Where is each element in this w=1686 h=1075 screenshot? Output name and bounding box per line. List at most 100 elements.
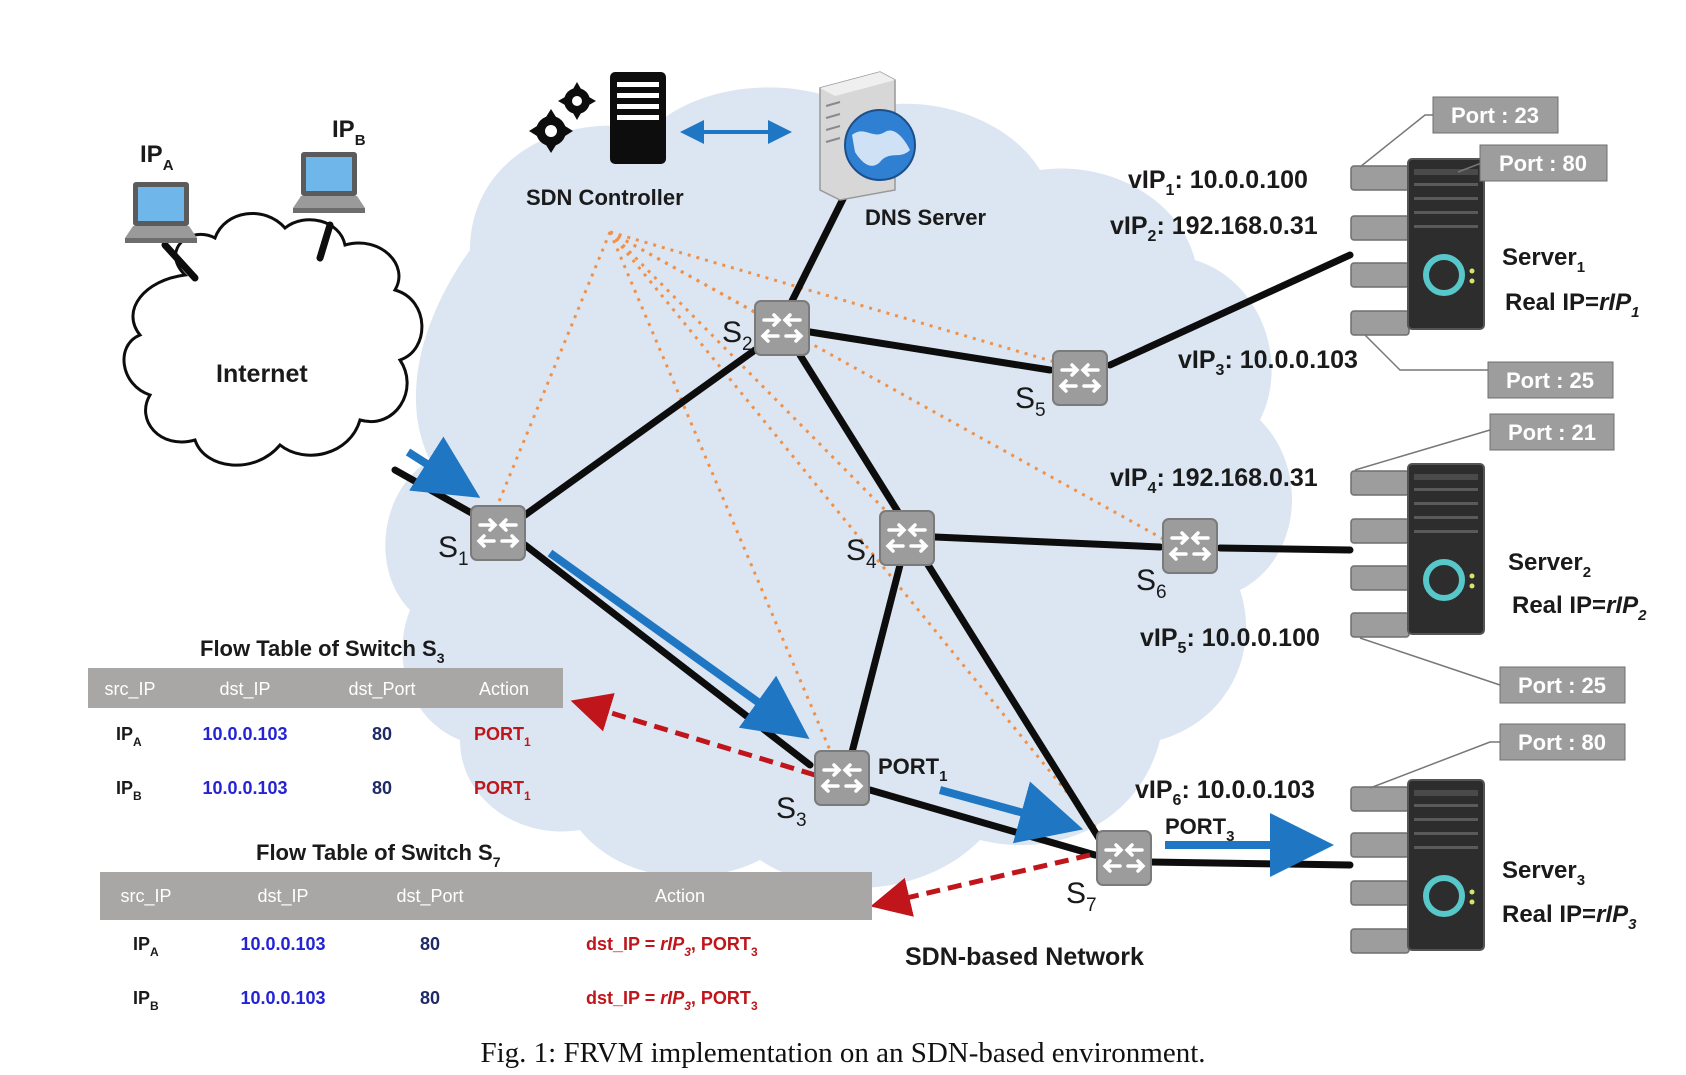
control-link-s1 xyxy=(496,231,612,505)
server-3-ports xyxy=(1350,786,1410,954)
control-link-s3 xyxy=(608,231,837,763)
s7-to-table-arrow xyxy=(870,852,1091,917)
vip-labels: vIP1: 10.0.0.100 vIP2: 192.168.0.31 vIP3… xyxy=(1110,166,1358,809)
port1-label: PORT1 xyxy=(878,754,947,785)
flow-table-s3: Flow Table of Switch S3 src_IP dst_IP ds… xyxy=(88,636,563,803)
flow-arrow-s1-s3 xyxy=(547,549,810,739)
switch-s5-icon[interactable] xyxy=(1052,350,1108,406)
flow-table-arrows xyxy=(570,693,1091,917)
flow-table-s3-r1-port: 80 xyxy=(372,724,392,744)
link-laptop-a xyxy=(161,241,199,282)
vip-3-label: vIP3: 10.0.0.103 xyxy=(1178,346,1358,379)
server-1-ports xyxy=(1350,165,1410,336)
laptop-b-icon[interactable] xyxy=(293,152,365,213)
vip-6-label: vIP6: 10.0.0.103 xyxy=(1135,776,1315,809)
link-s2-s4 xyxy=(796,351,904,519)
flow-table-s7-r1-src: IPA xyxy=(133,934,159,959)
cloud-icon xyxy=(122,212,424,467)
server-1-name: Server1 xyxy=(1502,244,1585,276)
host-b-label: IPB xyxy=(332,116,366,149)
vip-1-label: vIP1: 10.0.0.100 xyxy=(1128,166,1308,199)
link-s3-s7 xyxy=(866,786,1099,859)
flow-table-s7-header xyxy=(100,872,872,920)
port-badge-4: Port : 21 xyxy=(1508,420,1596,445)
link-s1-s2 xyxy=(521,346,759,519)
port3-label: PORT3 xyxy=(1165,814,1234,845)
flow-table-s3-r2-src: IPB xyxy=(116,778,142,803)
link-s6-server2 xyxy=(1216,544,1354,554)
dns-server-icon xyxy=(819,71,916,201)
flow-arrow-internet-s1 xyxy=(405,436,481,498)
flow-table-s7-col-src: src_IP xyxy=(120,886,171,907)
vip-4-label: vIP4: 192.168.0.31 xyxy=(1110,464,1318,497)
flow-table-s3-r2-dst: 10.0.0.103 xyxy=(202,778,287,798)
server-2-name: Server2 xyxy=(1508,549,1591,581)
server-3-icon[interactable] xyxy=(1408,780,1484,950)
internet-label: Internet xyxy=(216,360,308,388)
vip-2-label: vIP2: 192.168.0.31 xyxy=(1110,212,1318,245)
flow-table-s7-r2-port: 80 xyxy=(420,988,440,1008)
flow-table-s3-r1-src: IPA xyxy=(116,724,142,749)
switch-s2-label: S2 xyxy=(722,316,753,355)
link-s2-s5 xyxy=(806,328,1054,374)
flow-arrow-s3-s7 xyxy=(938,781,1084,844)
switch-s6-icon[interactable] xyxy=(1162,518,1218,574)
flow-table-s3-r1-dst: 10.0.0.103 xyxy=(202,724,287,744)
sdn-network-cloud xyxy=(385,87,1293,888)
switch-s6-label: S6 xyxy=(1136,564,1167,603)
laptop-a-icon[interactable] xyxy=(125,182,197,243)
switch-s4-icon[interactable] xyxy=(879,510,935,566)
sdn-controller-label: SDN Controller xyxy=(526,185,684,210)
switch-s5-label: S5 xyxy=(1015,382,1046,421)
switch-s7-icon[interactable] xyxy=(1096,830,1152,886)
control-links xyxy=(496,230,1166,846)
flow-table-s3-r2-port: 80 xyxy=(372,778,392,798)
switch-labels: S1 S2 S3 S4 S5 S6 S7 xyxy=(438,316,1167,916)
flow-table-s7-r2-src: IPB xyxy=(133,988,159,1013)
dns-server-label: DNS Server xyxy=(865,205,987,230)
network-label: SDN-based Network xyxy=(905,943,1144,971)
server-3-name: Server3 xyxy=(1502,857,1585,889)
link-s7-server3 xyxy=(1146,858,1354,869)
table-row: IPA 10.0.0.103 80 dst_IP = rIP3, PORT3 xyxy=(133,934,758,959)
flow-table-s3-r1-action: PORT1 xyxy=(474,724,531,749)
flow-table-s7: Flow Table of Switch S7 src_IP dst_IP ds… xyxy=(100,840,872,1013)
flow-table-s7-col-port: dst_Port xyxy=(396,886,463,907)
flow-table-s3-col-dst: dst_IP xyxy=(219,679,270,700)
vip-5-label: vIP5: 10.0.0.100 xyxy=(1140,624,1320,657)
server-1-icon[interactable] xyxy=(1408,159,1484,329)
sdn-controller-icon xyxy=(529,72,666,164)
port-badge-6: Port : 80 xyxy=(1518,730,1606,755)
network-links xyxy=(161,191,1354,869)
switch-s1-icon[interactable] xyxy=(470,505,526,561)
server-2-icon[interactable] xyxy=(1408,464,1484,634)
port-badge-2: Port : 80 xyxy=(1499,151,1587,176)
switch-s2-icon[interactable] xyxy=(754,300,810,356)
switch-s3-label: S3 xyxy=(776,792,807,831)
figure-caption: Fig. 1: FRVM implementation on an SDN-ba… xyxy=(480,1037,1205,1069)
port-badge-5: Port : 25 xyxy=(1518,673,1606,698)
server-1-real-ip: Real IP=rIP1 xyxy=(1505,289,1639,321)
link-s4-s6 xyxy=(931,533,1164,551)
link-laptop-b xyxy=(316,221,334,262)
port-badges: Port : 23 Port : 80 Port : 25 Port : 21 … xyxy=(1432,96,1626,761)
flow-table-s7-title: Flow Table of Switch S7 xyxy=(256,840,501,870)
flow-table-s7-col-action: Action xyxy=(655,886,705,906)
flow-table-s3-header xyxy=(88,668,563,708)
server-3-real-ip: Real IP=rIP3 xyxy=(1502,901,1637,933)
switch-s4-label: S4 xyxy=(846,534,877,573)
host-a-label: IPA xyxy=(140,141,174,174)
table-row: IPB 10.0.0.103 80 dst_IP = rIP3, PORT3 xyxy=(133,988,758,1013)
control-link-s7 xyxy=(608,231,1112,846)
link-s5-server1 xyxy=(1106,251,1354,369)
flow-table-s7-r1-port: 80 xyxy=(420,934,440,954)
flow-arrows xyxy=(405,120,1334,877)
table-row: IPB 10.0.0.103 80 PORT1 xyxy=(116,778,531,803)
flow-table-s3-col-action: Action xyxy=(479,679,529,699)
switch-s3-icon[interactable] xyxy=(814,750,870,806)
server-2-ports xyxy=(1350,470,1410,638)
flow-table-s3-title: Flow Table of Switch S3 xyxy=(200,636,445,666)
control-link-s6 xyxy=(609,230,1166,542)
switch-s7-label: S7 xyxy=(1066,877,1097,916)
